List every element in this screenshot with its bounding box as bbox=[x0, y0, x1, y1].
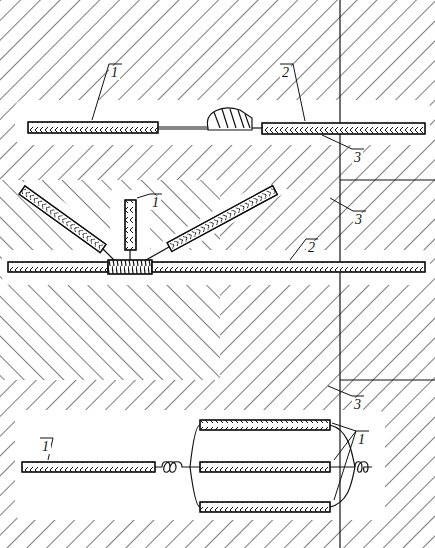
branch-splice bbox=[8, 186, 425, 274]
callout-number: 2 bbox=[306, 241, 317, 255]
callout-number: 1 bbox=[356, 433, 367, 447]
callout-number: 3 bbox=[353, 213, 364, 227]
multi-rod-splice bbox=[22, 420, 372, 512]
callout-number: 1 bbox=[40, 440, 51, 454]
callout-number: 2 bbox=[280, 66, 291, 80]
leader-line bbox=[40, 64, 369, 500]
callout-number: 1 bbox=[109, 66, 120, 80]
clear-zone bbox=[2, 100, 430, 520]
callout-number: 1 bbox=[150, 196, 161, 210]
clamp-splice bbox=[28, 108, 425, 134]
callout-number: 3 bbox=[352, 398, 363, 412]
callout-number: 3 bbox=[352, 151, 363, 165]
